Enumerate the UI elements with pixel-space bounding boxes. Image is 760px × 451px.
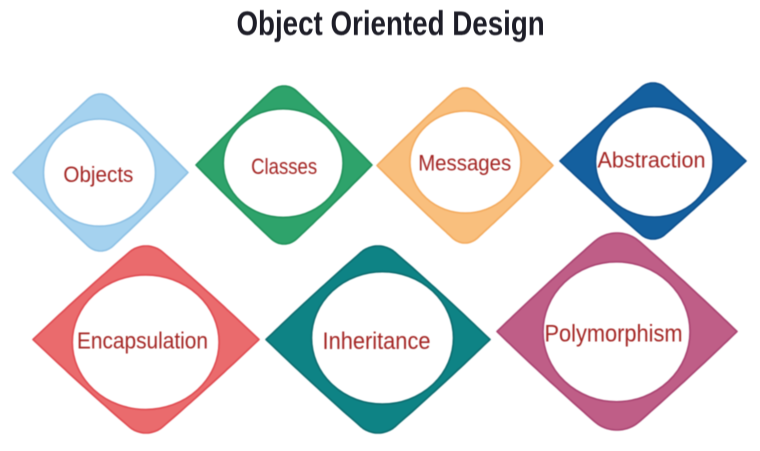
svg-text:Objects: Objects [63, 162, 133, 187]
svg-text:Encapsulation: Encapsulation [77, 328, 208, 354]
svg-text:Polymorphism: Polymorphism [545, 320, 683, 347]
svg-text:Abstraction: Abstraction [598, 147, 706, 172]
svg-text:Messages: Messages [418, 150, 511, 175]
svg-text:Inheritance: Inheritance [323, 328, 431, 355]
svg-text:Classes: Classes [251, 154, 317, 179]
